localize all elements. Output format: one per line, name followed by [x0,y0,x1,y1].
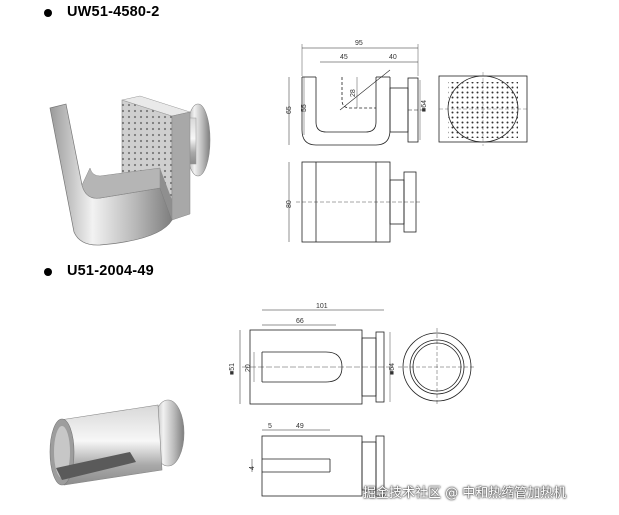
product-1-model: UW51-4580-2 [67,4,160,20]
product-2-top-view [251,429,385,497]
dim-66: 66 [296,318,304,325]
dim-4: 4 [249,466,256,470]
product-2-photo [49,399,185,486]
dim-101: 101 [316,303,328,310]
product-2-end-view [398,328,476,406]
dim-65: 65 [286,106,293,114]
product-2-side-view [239,309,392,405]
dim-5: 5 [268,423,272,430]
product-1-photo [49,95,211,246]
product-1-front-view [288,44,424,146]
dim-20: 20 [245,364,252,372]
bullet-1 [44,9,52,17]
dim-45: 45 [340,54,348,61]
dim-55: 55 [301,104,308,112]
dim-28: 28 [350,89,357,97]
product-2-model: U51-2004-49 [67,263,154,279]
dim-49: 49 [296,423,304,430]
dim-95: 95 [355,40,363,47]
dim-51: ■51 [229,363,236,375]
product-1-plan-view [288,161,420,243]
dim-40: 40 [389,54,397,61]
bullet-2 [44,268,52,276]
dim-80: 80 [286,200,293,208]
product-1-end-view [438,72,528,146]
dim-64-a: ■64 [421,100,428,112]
dim-64-b: ■64 [389,363,396,375]
watermark-text: 掘金技术社区 @ 中和热缩管加热机 [363,486,567,501]
